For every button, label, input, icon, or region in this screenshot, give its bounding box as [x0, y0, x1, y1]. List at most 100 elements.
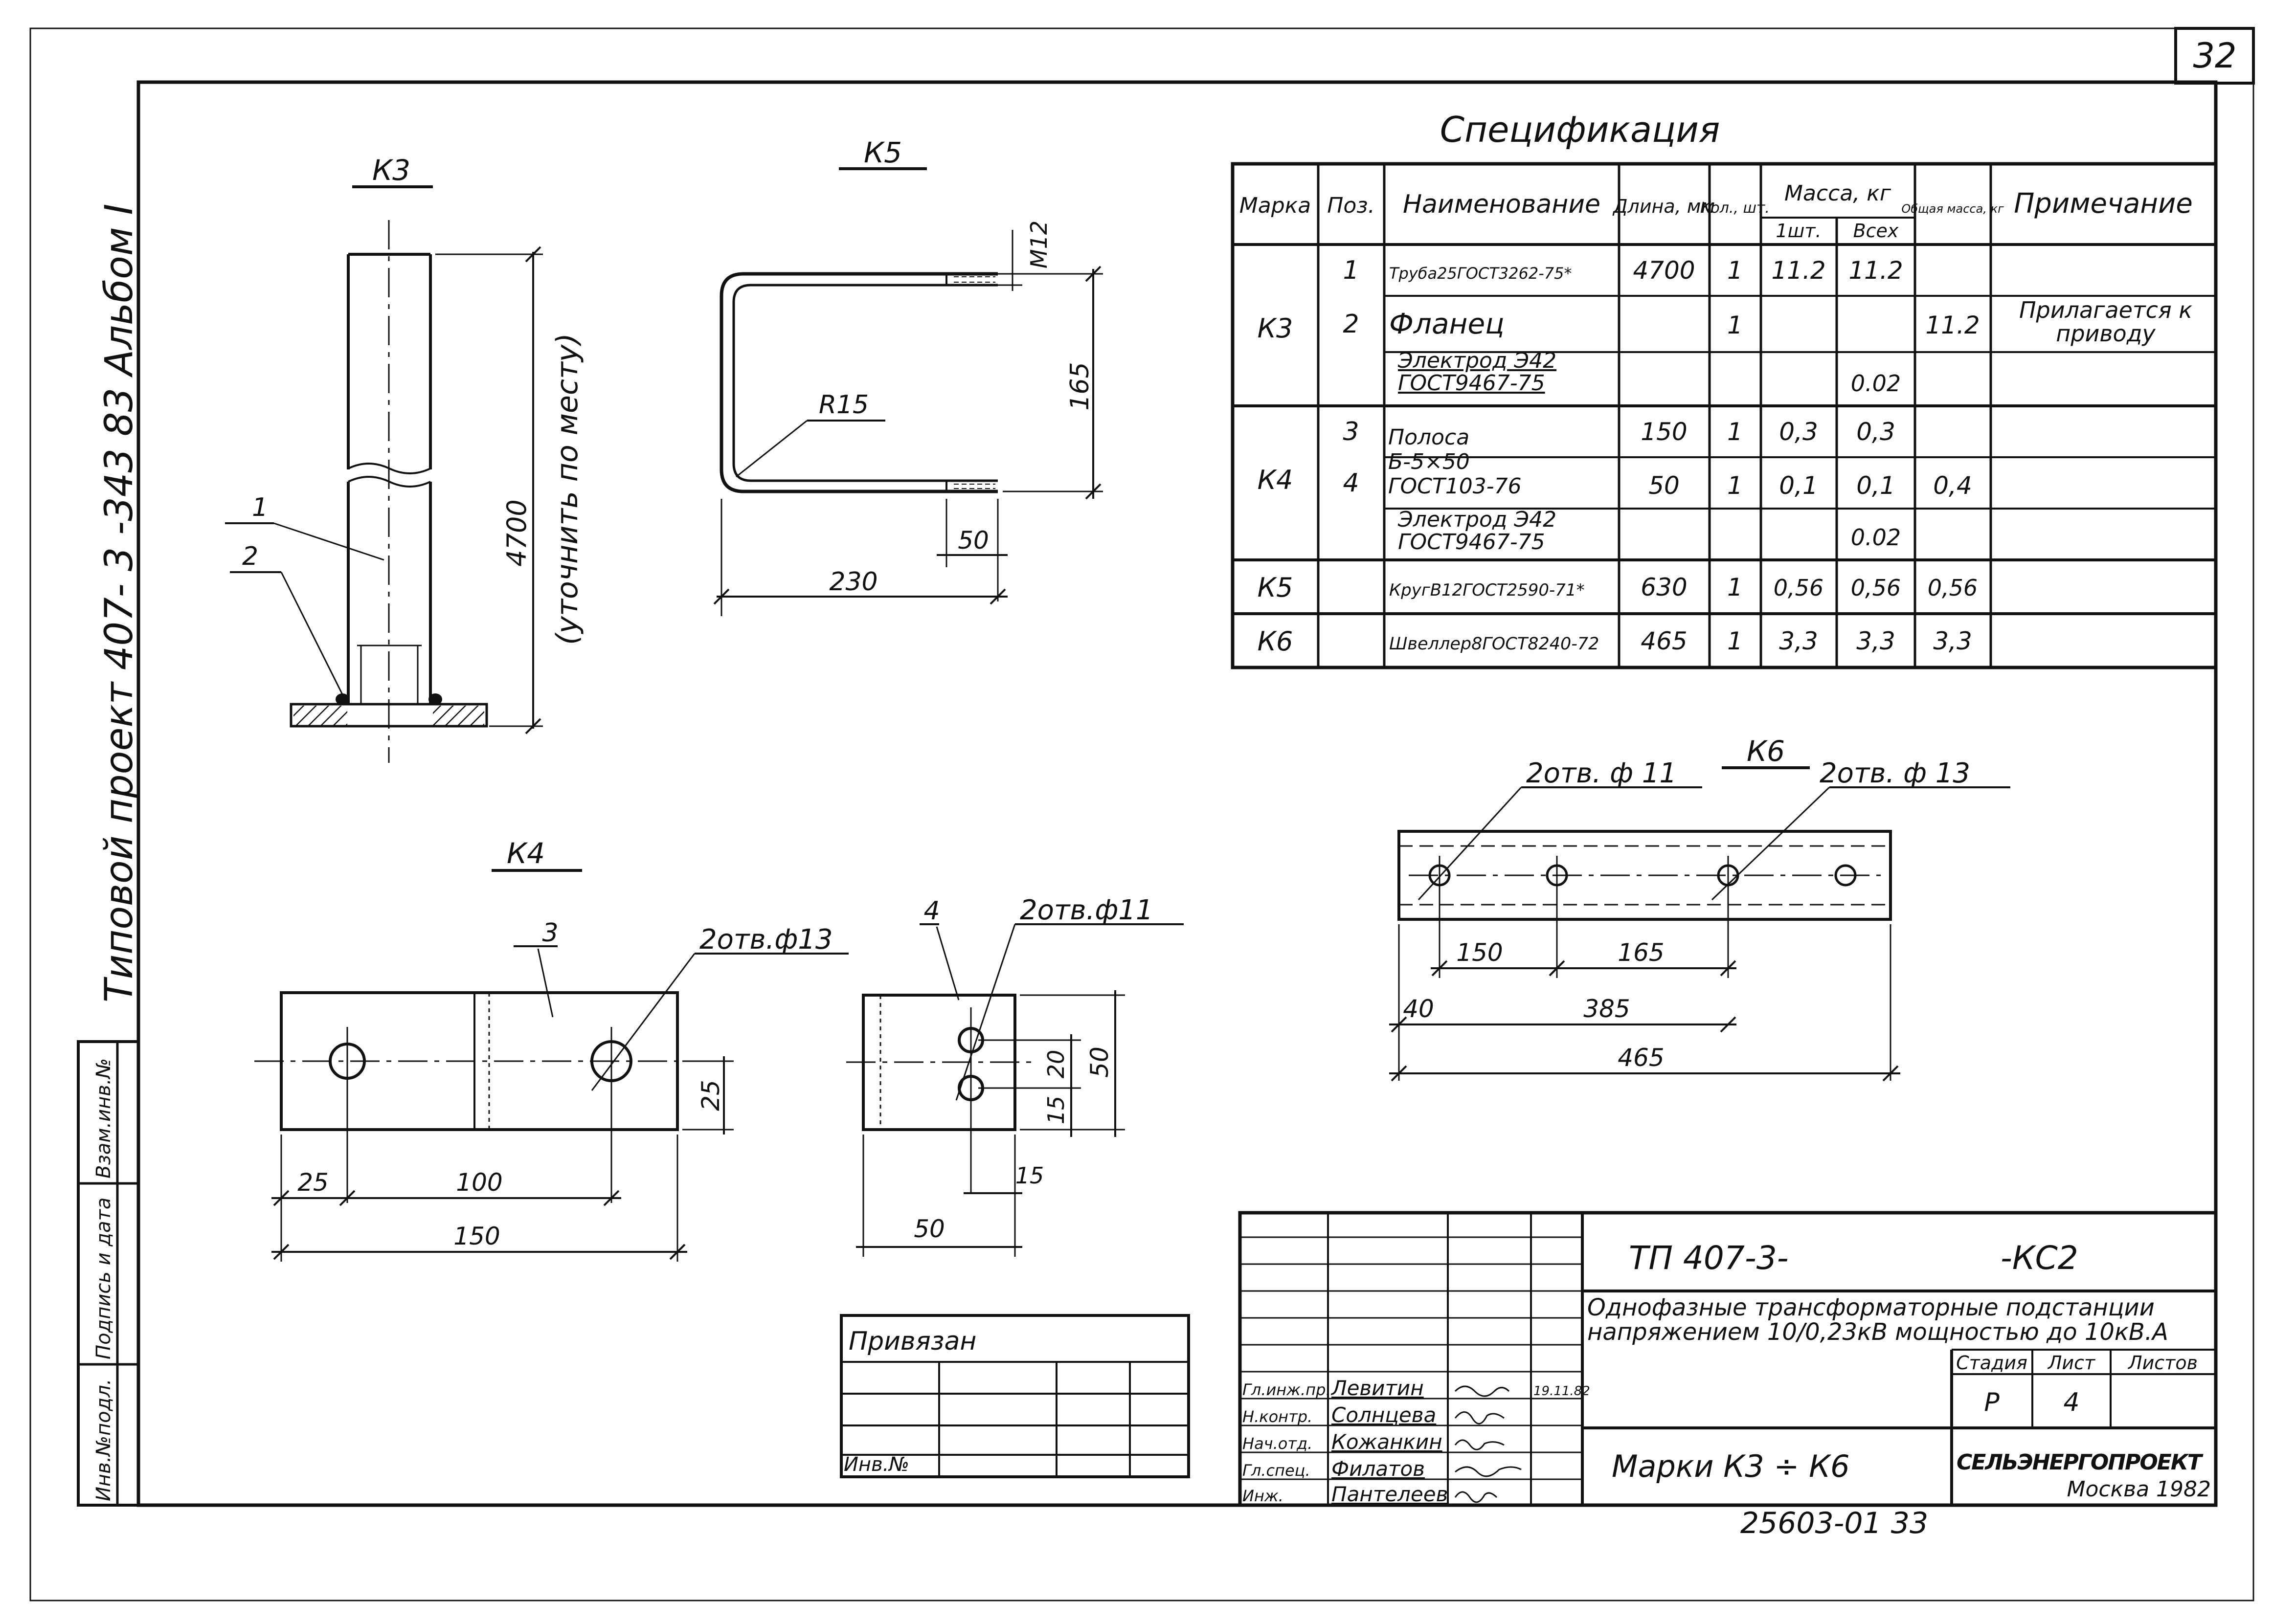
k6-d385: 385 — [1583, 995, 1630, 1023]
spec-m1: 0,3 — [1779, 418, 1818, 446]
svg-text:Н.контр.: Н.контр. — [1242, 1407, 1312, 1426]
k4-d20: 20 — [1043, 1050, 1069, 1079]
spec-mall: 0.02 — [1851, 370, 1901, 397]
spec-mall: 0,56 — [1851, 575, 1901, 601]
svg-text:Левитин: Левитин — [1330, 1376, 1424, 1400]
k4-d100: 100 — [456, 1168, 502, 1197]
spec-mall: 3,3 — [1856, 627, 1895, 655]
spec-length: 630 — [1641, 573, 1687, 601]
title-sheet: 4 — [2063, 1388, 2079, 1417]
k4-holes11: 2отв.ф11 — [1020, 894, 1153, 926]
spec-name: Полоса Б-5×50 ГОСТ103-76 — [1388, 425, 1522, 499]
k6-d165: 165 — [1618, 938, 1664, 967]
spec-length: 50 — [1648, 471, 1680, 500]
spec-mall: 11.2 — [1848, 256, 1903, 285]
title-stage: Р — [1984, 1388, 2000, 1417]
k6-d40: 40 — [1403, 995, 1434, 1023]
spec-header-length: Длина, мм — [1612, 196, 1715, 217]
k4-d50h: 50 — [914, 1215, 945, 1243]
spec-name: КругВ12ГОСТ2590-71* — [1389, 580, 1585, 600]
k4-d15v: 15 — [1043, 1096, 1069, 1125]
spec-name: Электрод Э42 ГОСТ9467-75 — [1398, 509, 1556, 554]
left-stamp — [77, 1040, 140, 1507]
spec-row-3: Электрод Э42 ГОСТ9467-75 0.02 — [1398, 350, 1901, 397]
title-block-grid — [1238, 1211, 2218, 1507]
spec-header-mark: Марка — [1239, 193, 1311, 218]
title-code: ТП 407-3- — [1629, 1239, 1789, 1277]
spec-pos: 2 — [1343, 310, 1359, 339]
svg-text:Инж.: Инж. — [1242, 1487, 1283, 1505]
spec-total: 11.2 — [1925, 311, 1980, 339]
spec-name: Швеллер8ГОСТ8240-72 — [1389, 634, 1599, 654]
spec-row-5: 4 50 1 0,1 0,1 0,4 — [1343, 468, 1972, 500]
k4-pos4: 4 — [923, 896, 940, 926]
svg-text:Нач.отд.: Нач.отд. — [1242, 1434, 1312, 1453]
spec-header-total: Общая масса, кг — [1901, 202, 2004, 216]
spec-mall: 0.02 — [1851, 524, 1901, 551]
spec-qty: 1 — [1727, 418, 1743, 446]
title-sheet-label: Лист — [2047, 1352, 2096, 1374]
svg-text:Гл.инж.пр.: Гл.инж.пр. — [1242, 1380, 1331, 1399]
spec-pos: 4 — [1343, 468, 1359, 498]
k5-end: 50 — [958, 526, 989, 555]
spec-pos: 1 — [1343, 256, 1359, 285]
title-code-suffix: -КС2 — [2001, 1239, 2078, 1277]
spec-qty: 1 — [1727, 256, 1743, 285]
k4-d25a: 25 — [297, 1168, 329, 1197]
title-org: СЕЛЬЭНЕРГОПРОЕКТ — [1957, 1450, 2204, 1475]
spec-row-6: Электрод Э42 ГОСТ9467-75 0.02 — [1398, 509, 1901, 554]
k3-pos2: 2 — [242, 542, 258, 571]
privyazan-title: Привязан — [849, 1327, 976, 1356]
spec-pos: 3 — [1343, 417, 1359, 446]
signature-row: Нач.отд. Кожанкин — [1242, 1430, 1505, 1454]
k4-d15h: 15 — [1015, 1162, 1044, 1189]
title-stage-label: Стадия — [1956, 1352, 2027, 1374]
spec-row-7: К5 КругВ12ГОСТ2590-71* 630 1 0,56 0,56 0… — [1258, 572, 1978, 603]
spec-m1: 0,1 — [1779, 471, 1818, 500]
spec-mall: 0,1 — [1856, 471, 1895, 500]
view-k6 — [1389, 766, 2010, 1082]
spec-header-name: Наименование — [1403, 190, 1600, 219]
sheet-number: 32 — [2193, 36, 2236, 76]
k3-length: 4700 — [501, 499, 532, 566]
signature-row: Н.контр. Солнцева — [1242, 1403, 1505, 1427]
sheet-frame — [29, 27, 2255, 1602]
spec-length: 465 — [1641, 627, 1687, 655]
title-description-1: Однофазные трансформаторные подстанции — [1587, 1294, 2155, 1321]
spec-mark-k4: К4 — [1258, 465, 1293, 495]
spec-total: 3,3 — [1933, 627, 1972, 655]
spec-total: 0,4 — [1933, 471, 1972, 500]
spec-header-qty: Кол., шт. — [1700, 200, 1770, 217]
spec-length: 150 — [1641, 418, 1687, 446]
spec-table-grid — [1231, 162, 2218, 669]
stamp-label-sign: Подпись и дата — [92, 1198, 115, 1359]
spec-m1: 11.2 — [1771, 256, 1825, 285]
k5-thread: М12 — [1026, 221, 1052, 268]
title-sheets-label: Листов — [2127, 1352, 2198, 1374]
spec-name: Фланец — [1389, 307, 1505, 340]
svg-text:Кожанкин: Кожанкин — [1331, 1430, 1442, 1454]
spec-row-1: К3 1 Труба25ГОСТ3262-75* 4700 1 11.2 11.… — [1258, 256, 1903, 344]
spec-title: Спецификация — [1440, 109, 1720, 150]
k6-title: К6 — [1747, 734, 1785, 768]
spec-qty: 1 — [1727, 311, 1743, 339]
spec-row-2: 2 Фланец 1 11.2 Прилагается к приводу — [1343, 298, 2192, 345]
svg-text:19.11.82: 19.11.82 — [1533, 1384, 1590, 1399]
spec-name: Труба25ГОСТ3262-75* — [1389, 264, 1572, 283]
spec-qty: 1 — [1727, 627, 1743, 655]
footer-number: 25603-01 33 — [1740, 1506, 1928, 1540]
k4-d50v: 50 — [1085, 1046, 1114, 1078]
spec-header-mass: Масса, кг — [1784, 181, 1891, 206]
spec-header-mass-one: 1шт. — [1776, 220, 1821, 242]
svg-text:Филатов: Филатов — [1331, 1457, 1425, 1481]
spec-header-note: Примечание — [2014, 188, 2193, 220]
spec-row-4: К4 3 Полоса Б-5×50 ГОСТ103-76 150 1 0,3 … — [1258, 417, 1895, 499]
spec-mark-k6: К6 — [1258, 626, 1293, 657]
k6-d465: 465 — [1618, 1044, 1664, 1072]
spec-m1: 0,56 — [1774, 575, 1823, 601]
spec-qty: 1 — [1727, 471, 1743, 500]
spec-header-mass-all: Всех — [1853, 220, 1899, 242]
k3-note: (уточнить по месту) — [550, 333, 585, 645]
k4-d25b: 25 — [697, 1080, 725, 1111]
k5-title: К5 — [864, 136, 902, 169]
